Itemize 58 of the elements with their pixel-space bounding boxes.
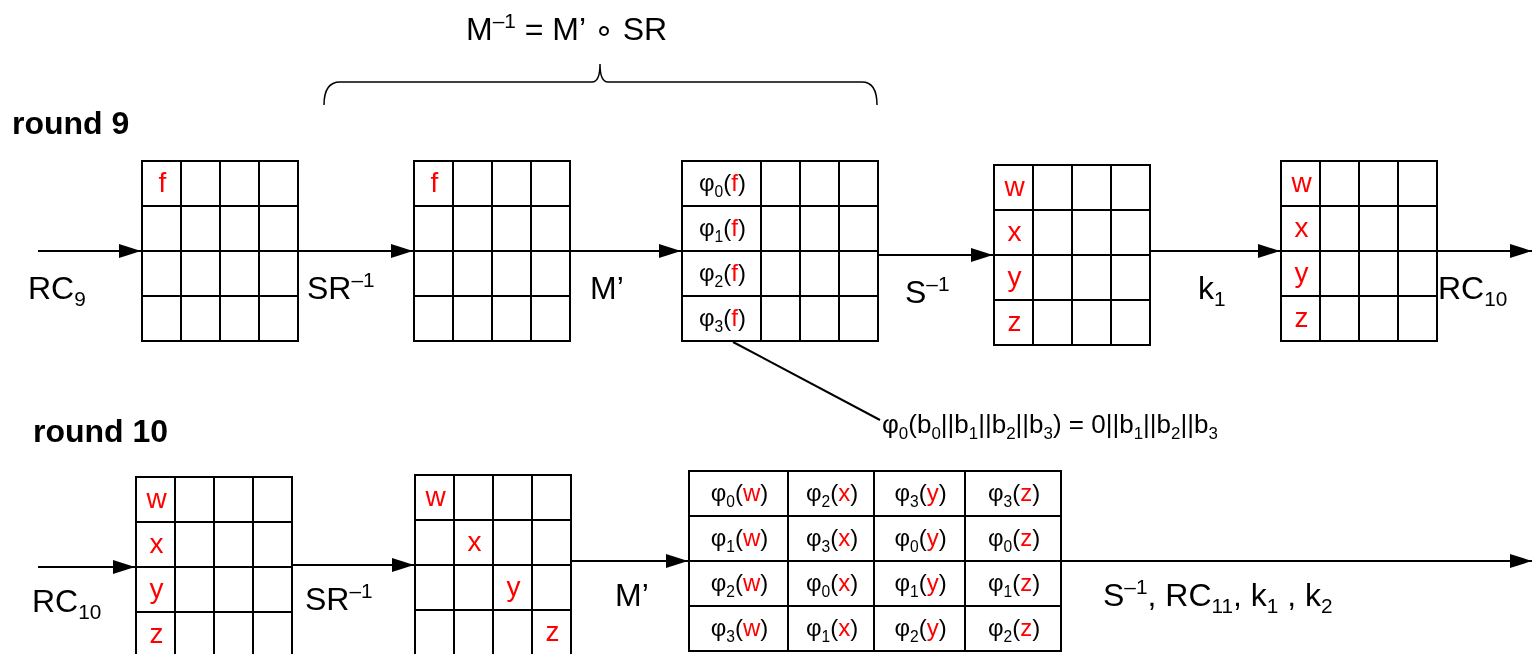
edge-label: S$^{–1}$, RC$_{11}$, k$_{1}$ , k$_{2}$ bbox=[1103, 578, 1333, 614]
state-matrix bbox=[1280, 160, 1438, 342]
arrow bbox=[1150, 244, 1281, 258]
state-matrix bbox=[135, 476, 293, 654]
cell-text: x bbox=[1294, 213, 1309, 242]
cell-text: z bbox=[545, 617, 560, 646]
cell-text: φ$_{1}$(f) bbox=[699, 215, 746, 240]
cell-text: φ$_{2}$(f) bbox=[699, 260, 746, 285]
cell-text: φ$_{3}$(f) bbox=[699, 305, 746, 330]
leader-line bbox=[732, 341, 881, 421]
cell-text: φ$_{0}$(z) bbox=[987, 525, 1041, 550]
arrow bbox=[878, 248, 994, 262]
cell-text: z bbox=[149, 619, 164, 648]
cell-text: φ$_{3}$(x) bbox=[805, 525, 859, 550]
state-matrix bbox=[413, 160, 571, 342]
cell-text: φ$_{0}$(x) bbox=[805, 570, 859, 595]
state-matrix bbox=[414, 474, 572, 654]
cell-text: x bbox=[467, 527, 482, 556]
cell-text: φ$_{2}$(x) bbox=[805, 480, 859, 505]
cell-text: φ$_{3}$(z) bbox=[987, 480, 1041, 505]
cell-text: y bbox=[149, 574, 164, 603]
arrow bbox=[570, 244, 682, 258]
cell-text: φ$_{3}$(y) bbox=[894, 480, 947, 505]
state-matrix bbox=[681, 160, 879, 342]
cell-text: φ$_{1}$(w) bbox=[710, 525, 769, 550]
cell-text: φ$_{0}$(y) bbox=[894, 525, 947, 550]
cell-text: φ$_{2}$(z) bbox=[987, 615, 1041, 640]
cell-text: φ$_{1}$(z) bbox=[987, 570, 1041, 595]
cell-text: x bbox=[149, 529, 164, 558]
cell-text: φ$_{1}$(y) bbox=[894, 570, 947, 595]
cell-text: φ$_{3}$(w) bbox=[710, 615, 769, 640]
cell-text: f bbox=[430, 168, 439, 197]
cell-text: φ$_{2}$(y) bbox=[894, 615, 947, 640]
arrow bbox=[37, 560, 136, 574]
cell-text: z bbox=[1294, 303, 1309, 332]
cell-text: w bbox=[146, 484, 167, 513]
cell-text: w bbox=[425, 482, 446, 511]
cell-text: y bbox=[1294, 258, 1309, 287]
cell-text: y bbox=[506, 572, 521, 601]
cell-text: y bbox=[1007, 262, 1022, 291]
cell-text: φ$_{1}$(x) bbox=[805, 615, 859, 640]
cell-text: φ$_{0}$(f) bbox=[699, 170, 746, 195]
cell-text: w bbox=[1291, 168, 1312, 197]
state-matrix bbox=[141, 160, 299, 342]
arrow bbox=[1437, 244, 1533, 258]
arrow bbox=[1061, 554, 1533, 568]
cell-text: w bbox=[1004, 172, 1025, 201]
arrow bbox=[37, 244, 142, 258]
arrow bbox=[571, 554, 689, 568]
state-matrix bbox=[993, 164, 1151, 346]
cell-text: x bbox=[1007, 217, 1022, 246]
cell-text: φ$_{0}$(w) bbox=[710, 480, 769, 505]
cell-text: z bbox=[1007, 307, 1022, 336]
cell-text: φ$_{2}$(w) bbox=[710, 570, 769, 595]
arrow bbox=[292, 558, 415, 572]
state-matrix bbox=[688, 470, 1062, 652]
cell-text: f bbox=[158, 168, 167, 197]
arrow bbox=[298, 244, 414, 258]
